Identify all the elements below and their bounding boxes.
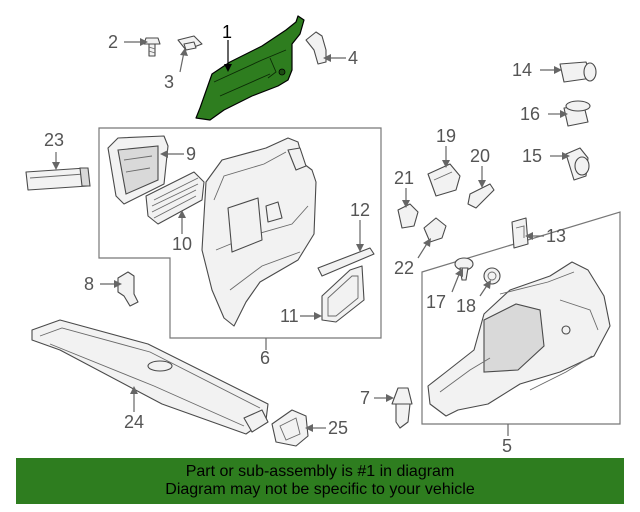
leader-lines: [52, 38, 570, 436]
part-5-quarter-trim[interactable]: [427, 261, 611, 417]
callout-22: 22: [394, 258, 414, 278]
part-1-trim-panel[interactable]: [195, 15, 305, 121]
callout-14: 14: [512, 60, 532, 80]
part-19-latch[interactable]: [427, 163, 461, 197]
parts-diagram: 1 2 3 4 5 6 7 8 9 10 11 12 13 14 15 16 1…: [25, 15, 621, 456]
banner-line-1: Part or sub-assembly is #1 in diagram: [185, 463, 455, 480]
callout-7: 7: [360, 388, 370, 408]
group-box-5: [421, 211, 621, 425]
callout-25: 25: [328, 418, 348, 438]
callout-11: 11: [280, 306, 299, 326]
callout-3: 3: [164, 72, 174, 92]
callout-6: 6: [260, 348, 270, 368]
callout-10: 10: [172, 234, 192, 254]
part-10-grille[interactable]: [145, 171, 205, 225]
part-21-clip[interactable]: [397, 203, 419, 229]
part-3-clip[interactable]: [177, 35, 203, 51]
callout-2: 2: [108, 32, 118, 52]
part-13-clip[interactable]: [511, 217, 529, 249]
callout-5: 5: [502, 436, 512, 456]
part-16-plug[interactable]: [563, 100, 591, 127]
part-22-cap[interactable]: [423, 217, 447, 243]
callout-18: 18: [456, 296, 476, 316]
callout-1: 1: [222, 22, 232, 42]
part-4-bracket[interactable]: [305, 31, 327, 65]
part-8-bracket[interactable]: [117, 271, 139, 307]
part-7-push-pin[interactable]: [391, 387, 413, 429]
part-12-trim-strip[interactable]: [317, 247, 375, 277]
part-15-socket[interactable]: [565, 147, 590, 181]
callout-19: 19: [436, 126, 456, 146]
part-11-access-cover[interactable]: [321, 265, 365, 323]
part-9-storage-bin[interactable]: [107, 135, 169, 205]
part-info-banner: Part or sub-assembly is #1 in diagram Di…: [16, 458, 624, 504]
callout-4: 4: [348, 48, 358, 68]
callout-15: 15: [522, 146, 542, 166]
callout-24: 24: [124, 412, 144, 432]
callout-9: 9: [186, 144, 196, 164]
callout-21: 21: [394, 168, 414, 188]
banner-line-2: Diagram may not be specific to your vehi…: [165, 481, 475, 498]
part-25-bracket[interactable]: [271, 409, 309, 447]
callout-numbers: 1 2 3 4 5 6 7 8 9 10 11 12 13 14 15 16 1…: [44, 22, 566, 456]
part-6-side-trim-panel[interactable]: [201, 137, 317, 327]
part-18-grommet[interactable]: [483, 267, 501, 285]
part-2-screw[interactable]: [143, 37, 161, 57]
callout-13: 13: [546, 226, 566, 246]
group-box-6: [98, 127, 382, 339]
part-24-cargo-cover[interactable]: [31, 319, 269, 435]
callout-16: 16: [520, 104, 540, 124]
callout-17: 17: [426, 292, 446, 312]
callout-12: 12: [350, 200, 370, 220]
callout-8: 8: [84, 274, 94, 294]
part-20-hook[interactable]: [467, 183, 495, 209]
part-23-light-lens[interactable]: [25, 167, 91, 191]
callout-23: 23: [44, 130, 64, 150]
callout-20: 20: [470, 146, 490, 166]
part-14-power-socket[interactable]: [559, 61, 597, 83]
